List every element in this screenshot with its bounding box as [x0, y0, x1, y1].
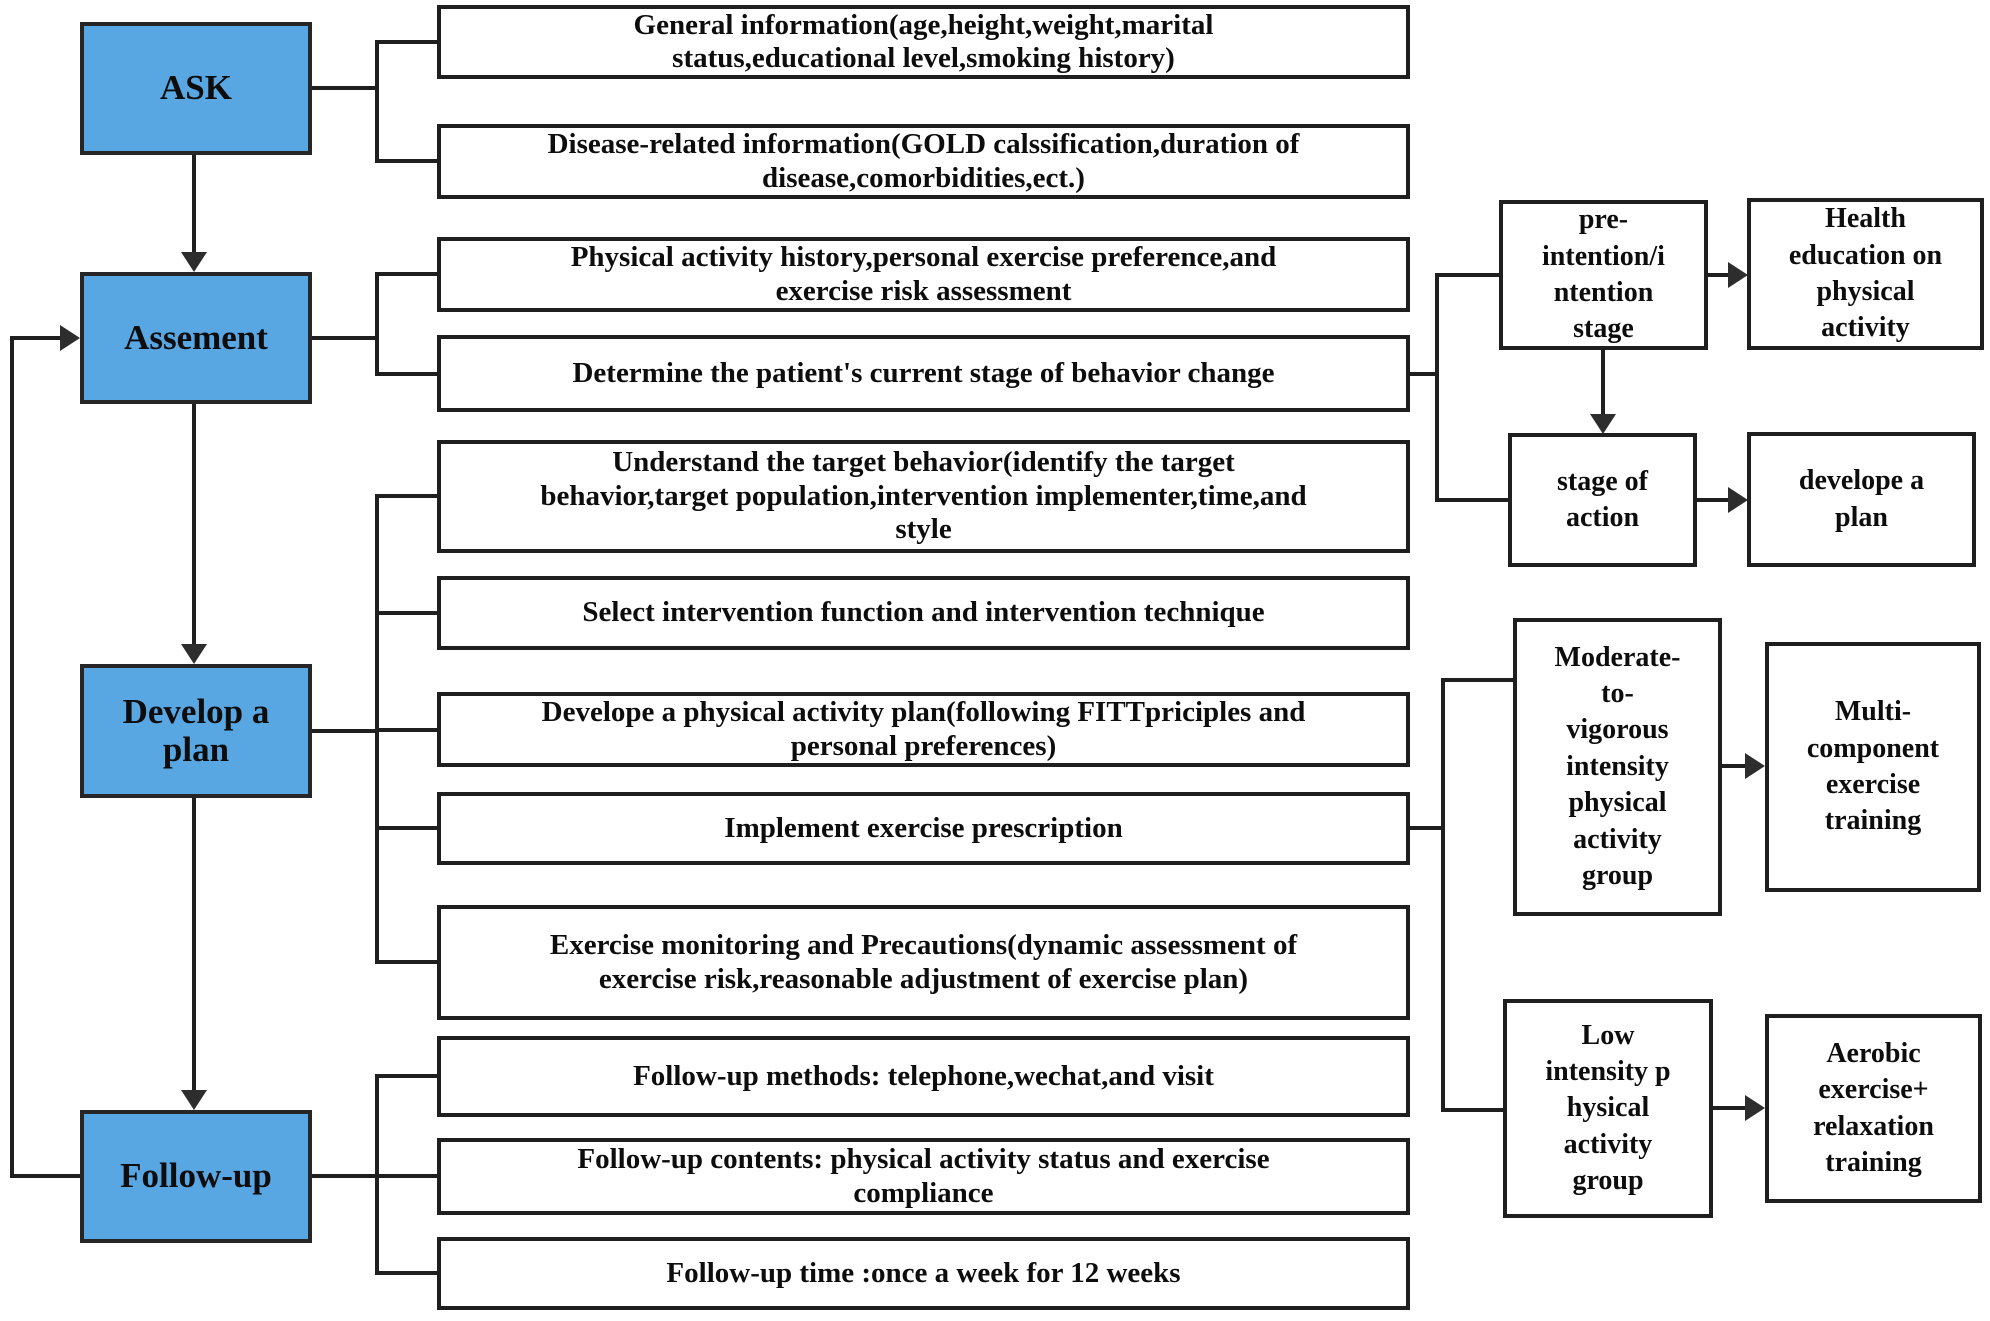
flow-arrow-ask-assement — [181, 155, 207, 272]
detail-physical-activity-history: Physical activity history,personal exerc… — [437, 237, 1410, 312]
flow-arrow-assement-develop — [181, 404, 207, 664]
stage-of-action: stage of action — [1508, 433, 1697, 567]
arrow-preintention-action — [1590, 350, 1616, 434]
arrow-low-aerobic — [1713, 1095, 1765, 1121]
stage-pre-intention: pre- intention/i ntention stage — [1499, 200, 1708, 350]
node-assement: Assement — [80, 272, 312, 404]
followup-connector — [312, 1074, 437, 1275]
detail-followup-contents: Follow-up contents: physical activity st… — [437, 1138, 1410, 1215]
detail-behavior-stage: Determine the patient's current stage of… — [437, 335, 1410, 412]
detail-understand-target-behavior: Understand the target behavior(identify … — [437, 440, 1410, 553]
detail-followup-methods: Follow-up methods: telephone,wechat,and … — [437, 1036, 1410, 1117]
detail-followup-time: Follow-up time :once a week for 12 weeks — [437, 1237, 1410, 1310]
outcome-aerobic-relaxation: Aerobic exercise+ relaxation training — [1765, 1014, 1982, 1203]
group-branch-connector — [1410, 678, 1513, 1112]
node-follow-up: Follow-up — [80, 1110, 312, 1243]
stage-branch-connector — [1410, 273, 1508, 502]
ask-connector — [312, 40, 437, 163]
detail-select-intervention: Select intervention function and interve… — [437, 576, 1410, 650]
assement-connector — [312, 272, 437, 376]
node-ask: ASK — [80, 22, 312, 155]
outcome-health-education: Health education on physical activity — [1747, 198, 1984, 350]
detail-general-information: General information(age,height,weight,ma… — [437, 5, 1410, 79]
flow-arrow-develop-followup — [181, 798, 207, 1110]
detail-develop-activity-plan: Develope a physical activity plan(follow… — [437, 692, 1410, 767]
detail-exercise-monitoring: Exercise monitoring and Precautions(dyna… — [437, 905, 1410, 1020]
group-low-intensity: Low intensity p hysical activity group — [1503, 999, 1713, 1218]
feedback-loop — [10, 325, 80, 1178]
arrow-action-plan — [1697, 487, 1748, 513]
detail-implement-prescription: Implement exercise prescription — [437, 792, 1410, 865]
arrow-preintention-health — [1708, 262, 1748, 288]
group-moderate-vigorous: Moderate- to- vigorous intensity physica… — [1513, 618, 1722, 916]
node-develop-a-plan: Develop a plan — [80, 664, 312, 798]
outcome-develope-a-plan: develope a plan — [1747, 432, 1976, 567]
arrow-moderate-multicomponent — [1722, 753, 1765, 779]
develop-connector — [312, 494, 437, 964]
outcome-multicomponent-training: Multi- component exercise training — [1765, 642, 1981, 892]
detail-disease-information: Disease-related information(GOLD calssif… — [437, 124, 1410, 199]
